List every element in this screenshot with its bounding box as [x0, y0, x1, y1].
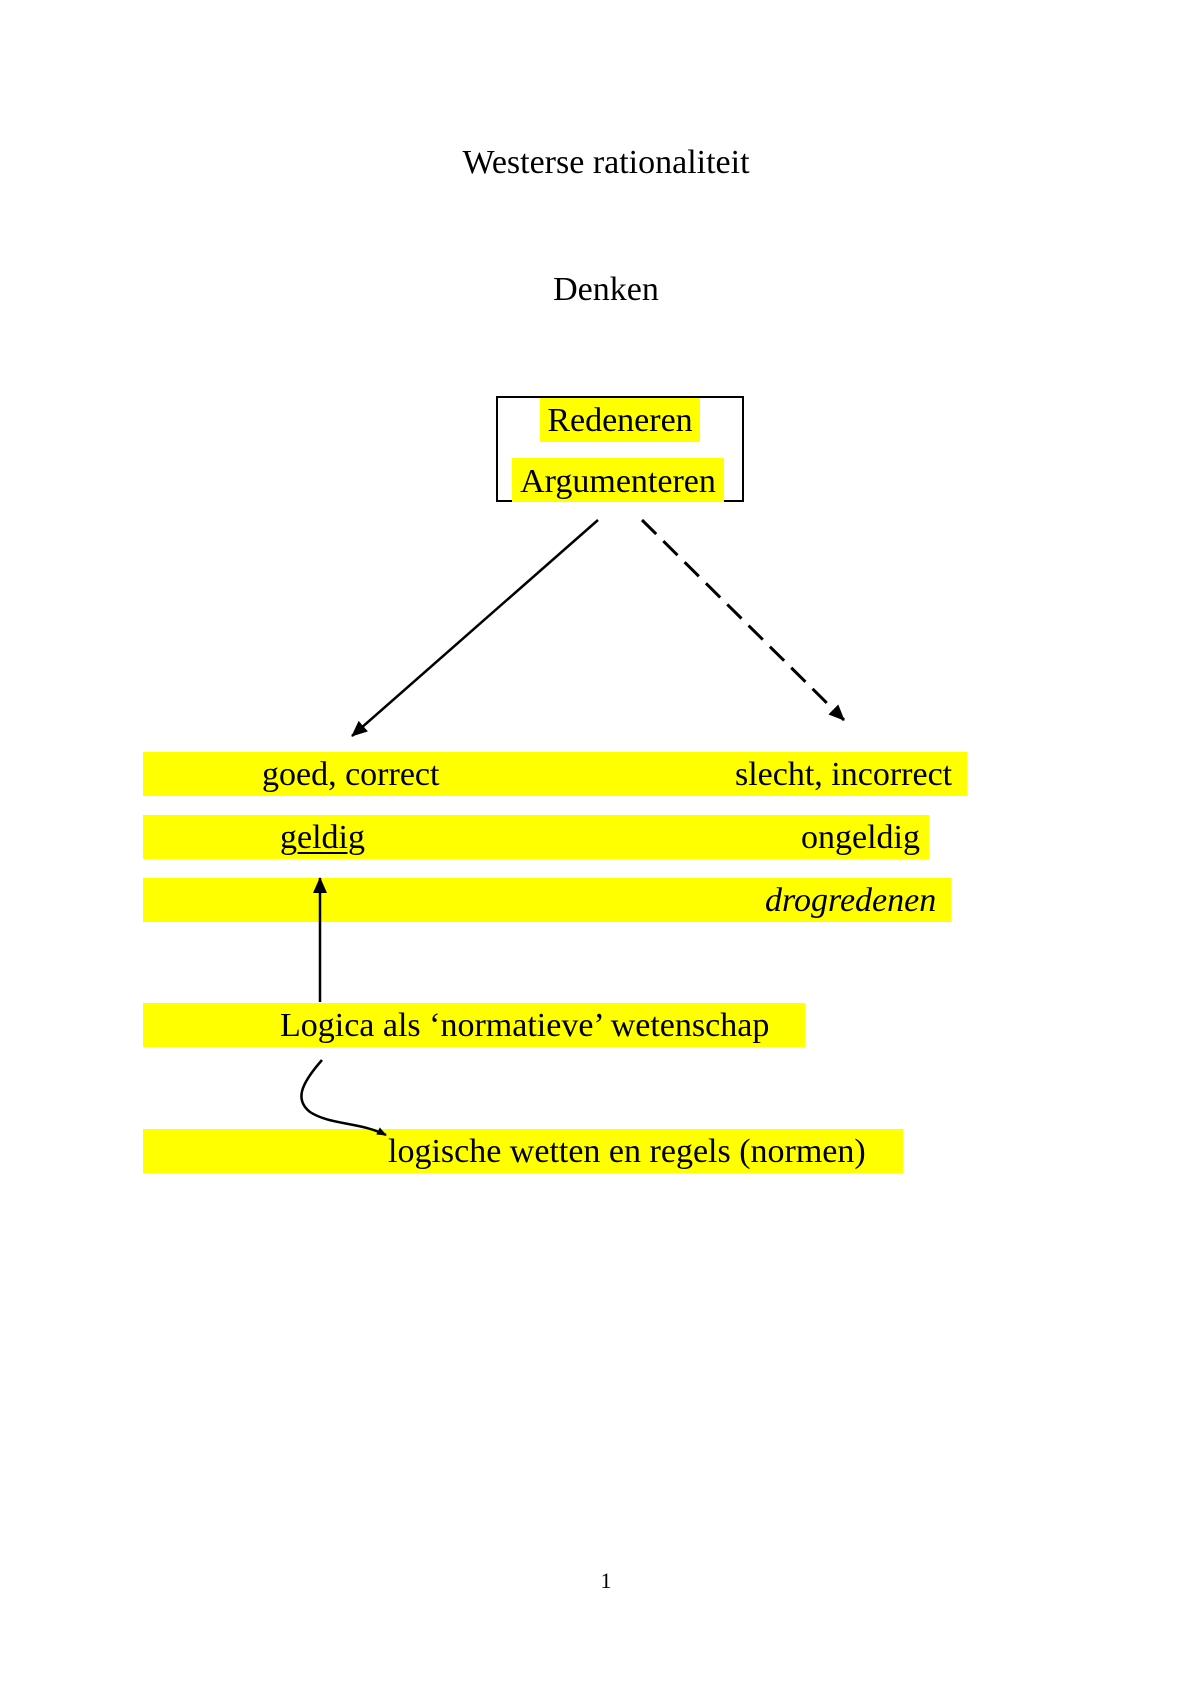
- label-geldig: geldig: [280, 819, 365, 856]
- highlight-argumenteren: [512, 458, 724, 502]
- label-goed-correct: goed, correct: [262, 756, 440, 793]
- highlight-row-geldig: [143, 815, 929, 859]
- label-slecht-incorrect: slecht, incorrect: [735, 756, 953, 793]
- box-line-redeneren: Redeneren: [547, 402, 693, 439]
- document-subtitle: Denken: [553, 271, 659, 308]
- box-line-argumenteren: Argumenteren: [520, 463, 716, 500]
- highlight-row-logica: [143, 1003, 805, 1047]
- highlight-row-correct: [143, 752, 967, 796]
- arrow-to-correct: [351, 519, 599, 737]
- document-title: Westerse rationaliteit: [462, 144, 750, 181]
- label-drogredenen: drogredenen: [765, 882, 937, 919]
- curved-arrow-to-wetten: [300, 1059, 387, 1137]
- highlight-row-wetten: [143, 1129, 903, 1173]
- label-logica: Logica als ‘normatieve’ wetenschap: [280, 1007, 770, 1044]
- label-ongeldig: ongeldig: [801, 819, 920, 856]
- page-number: 1: [600, 1568, 612, 1593]
- arrow-to-incorrect-dashed: [640, 518, 846, 722]
- highlight-redeneren: [540, 398, 700, 442]
- label-logische-wetten: logische wetten en regels (normen): [388, 1133, 866, 1170]
- highlight-row-drogredenen: [143, 878, 951, 922]
